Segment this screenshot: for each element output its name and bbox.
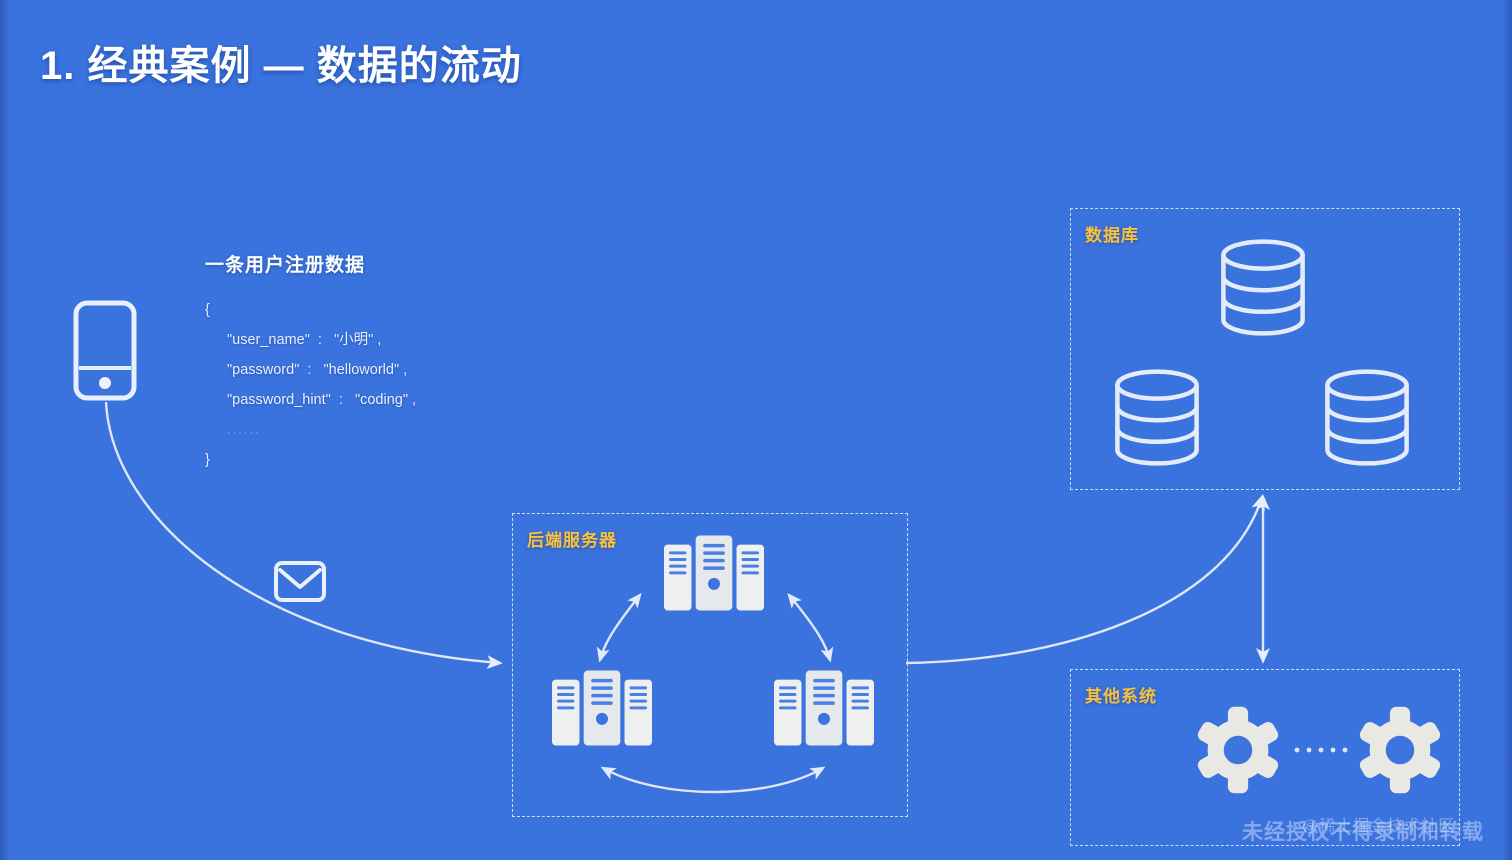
group-box-backend-server: 后端服务器 [512,513,908,817]
group-label-backend-server: 后端服务器 [527,531,617,550]
envelope-icon [274,561,326,602]
payload-line-password: "password" : "helloworld" , [227,362,408,378]
payload-line-ellipsis: ...... [227,422,261,437]
flow-arrow-server-to-database [905,494,1265,665]
group-box-database: 数据库 [1070,208,1460,490]
payload-line-password-hint: "password_hint" : "coding" , [227,392,417,408]
payload-line-close: } [205,452,210,468]
page-title: 1. 经典案例 — 数据的流动 [40,44,522,88]
group-box-other-systems: 其他系统 [1070,669,1460,846]
group-label-other-systems: 其他系统 [1085,687,1157,706]
payload-sample: 一条用户注册数据 { "user_name" : "小明" , "passwor… [205,250,416,475]
payload-caption: 一条用户注册数据 [205,255,366,276]
mobile-phone-icon [73,300,137,401]
payload-line-user-name: "user_name" : "小明" , [227,332,382,348]
group-label-database: 数据库 [1085,226,1139,245]
payload-line-open: { [205,302,210,318]
